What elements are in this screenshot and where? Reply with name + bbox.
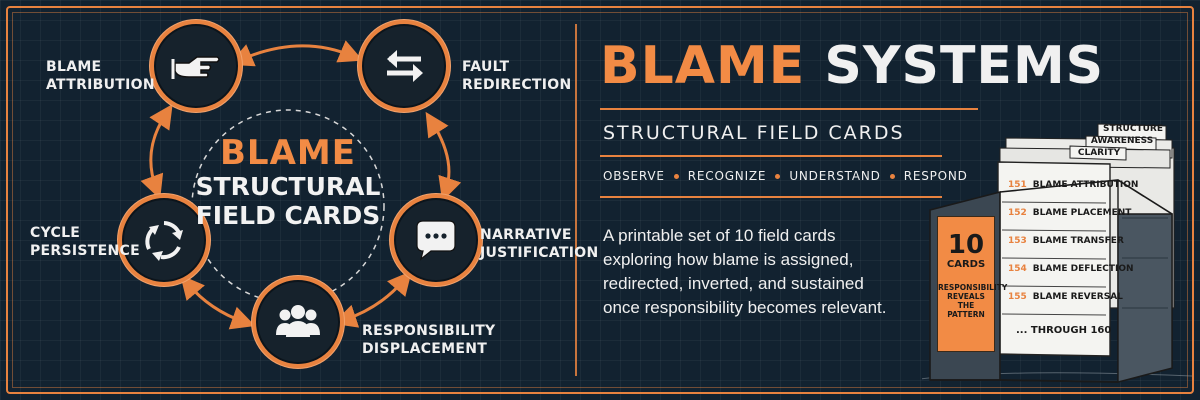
label-line: FAULT <box>462 59 510 75</box>
center-title: BLAME STRUCTURAL FIELD CARDS <box>190 134 386 230</box>
arrow-attribution-redirection <box>228 40 364 67</box>
card-number: 155 <box>1008 292 1027 302</box>
label-line: REDIRECTION <box>462 77 572 93</box>
tagline-line1: RESPONSIBILITY <box>938 283 1008 292</box>
tab-structure: STRUCTURE <box>1103 124 1163 134</box>
main-title: BLAME SYSTEMS <box>600 38 1104 94</box>
label-responsibility-displacement: RESPONSIBILITY DISPLACEMENT <box>362 322 496 358</box>
label-blame-attribution: BLAME ATTRIBUTION <box>46 58 155 94</box>
steps-rule <box>600 196 942 198</box>
node-blame-attribution <box>150 20 242 112</box>
subtitle-rule <box>600 155 942 157</box>
arrow-persistence-attribution <box>140 104 173 200</box>
node-narrative-justification <box>390 194 482 286</box>
label-line: RESPONSIBILITY <box>362 323 496 339</box>
speech-bubble-icon <box>416 220 456 261</box>
subtitle: STRUCTURAL FIELD CARDS <box>603 122 905 144</box>
card-item-152: 152 BLAME PLACEMENT <box>1008 208 1131 218</box>
node-responsibility-displacement <box>252 276 344 368</box>
tagline-line3: THE PATTERN <box>947 301 985 319</box>
card-count-label: 10 CARDS RESPONSIBILITY REVEALS THE PATT… <box>937 216 1008 352</box>
description: A printable set of 10 field cards explor… <box>603 226 887 317</box>
card-number: 152 <box>1008 208 1027 218</box>
step-understand: UNDERSTAND <box>789 169 881 183</box>
center-title-line2: STRUCTURAL <box>195 172 381 201</box>
center-title-line1: BLAME <box>220 133 356 173</box>
section-divider <box>575 24 577 376</box>
title-rule <box>600 108 978 110</box>
step-respond: RESPOND <box>903 169 968 183</box>
card-name: BLAME PLACEMENT <box>1032 208 1132 218</box>
card-count-number: 10 <box>947 230 985 260</box>
step-separator <box>775 173 781 179</box>
card-number: 151 <box>1008 180 1027 190</box>
through-text: ... THROUGH 160 <box>1016 325 1112 336</box>
label-line: PERSISTENCE <box>30 243 140 259</box>
arrow-justification-displacement <box>332 270 412 328</box>
label-cycle-persistence: CYCLE PERSISTENCE <box>30 224 140 260</box>
node-fault-redirection <box>358 20 450 112</box>
card-name: BLAME DEFLECTION <box>1032 264 1134 274</box>
label-narrative-justification: NARRATIVE JUSTIFICATION <box>480 226 599 262</box>
card-name: BLAME REVERSAL <box>1032 292 1123 302</box>
card-number: 153 <box>1008 236 1027 246</box>
tab-clarity: CLARITY <box>1077 148 1121 158</box>
center-title-line3: FIELD CARDS <box>195 201 381 230</box>
arrow-redirection-justification <box>425 111 462 202</box>
step-separator <box>673 173 679 179</box>
tagline-line2: REVEALS <box>947 292 985 301</box>
pointing-hand-icon <box>171 56 220 79</box>
card-item-154: 154 BLAME DEFLECTION <box>1008 264 1134 274</box>
label-line: JUSTIFICATION <box>480 245 599 261</box>
title-part1: BLAME <box>600 36 806 96</box>
card-count-word: CARDS <box>946 259 986 270</box>
label-line: DISPLACEMENT <box>362 341 488 357</box>
swap-arrows-icon <box>387 50 423 82</box>
tab-awareness: AWARENESS <box>1090 136 1154 146</box>
label-line: NARRATIVE <box>480 227 572 243</box>
step-separator <box>889 173 895 179</box>
people-group-icon <box>276 305 320 337</box>
card-item-153: 153 BLAME TRANSFER <box>1008 236 1124 246</box>
card-number: 154 <box>1008 264 1027 274</box>
label-line: ATTRIBUTION <box>46 77 155 93</box>
label-fault-redirection: FAULT REDIRECTION <box>462 58 571 94</box>
card-item-151: 151 BLAME ATTRIBUTION <box>1008 180 1138 190</box>
node-cycle-persistence <box>118 194 210 286</box>
card-item-155: 155 BLAME REVERSAL <box>1008 292 1123 302</box>
label-line: BLAME <box>46 59 102 75</box>
step-observe: OBSERVE <box>603 169 665 183</box>
steps-row: OBSERVE RECOGNIZE UNDERSTAND RESPOND <box>603 169 968 183</box>
cycle-arrows-icon <box>145 221 183 261</box>
label-line: CYCLE <box>30 225 81 241</box>
card-name: BLAME TRANSFER <box>1032 236 1124 246</box>
card-name: BLAME ATTRIBUTION <box>1032 180 1139 190</box>
arrow-displacement-persistence <box>180 274 256 330</box>
title-part2: SYSTEMS <box>824 36 1105 96</box>
step-recognize: RECOGNIZE <box>687 169 767 183</box>
